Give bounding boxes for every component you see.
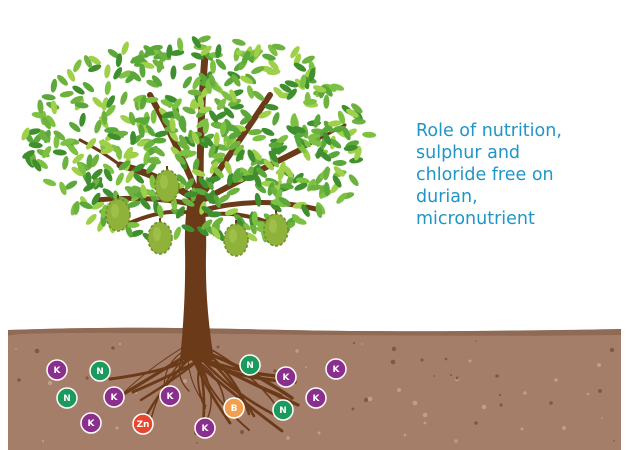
nutrient-potassium: K (81, 413, 101, 433)
leaf (271, 111, 281, 126)
leaf (119, 91, 129, 106)
leaf (182, 62, 197, 72)
nutrient-potassium: K (326, 359, 346, 379)
leaf (214, 57, 228, 71)
leaf (50, 78, 58, 93)
durian-fruit-icon (148, 218, 172, 254)
nutrient-symbol: N (246, 361, 254, 371)
nutrient-zinc: Zn (133, 414, 153, 434)
leaf (152, 137, 166, 143)
leaf (42, 177, 57, 187)
nutrient-symbol: N (279, 406, 287, 416)
nutrient-boron: B (224, 398, 244, 418)
leaf (120, 41, 130, 56)
nutrient-symbol: N (63, 394, 71, 404)
nutrient-symbol: K (111, 393, 119, 403)
nutrient-symbol: K (88, 419, 96, 429)
nutrient-symbol: K (313, 394, 321, 404)
leaf (347, 173, 360, 188)
diagram-caption: Role of nutrition, sulphur and chloride … (416, 120, 621, 230)
leaf (103, 64, 111, 79)
leaf (176, 37, 184, 52)
leaf (362, 131, 376, 138)
leaf (181, 75, 194, 90)
caption-line: sulphur and (416, 142, 621, 164)
leaf (172, 226, 183, 241)
nutrient-potassium: K (104, 387, 124, 407)
nutrient-potassium: K (276, 367, 296, 387)
leaf (323, 95, 329, 109)
nutrient-potassium: K (160, 386, 180, 406)
leaf (170, 65, 177, 79)
nutrient-symbol: K (54, 366, 62, 376)
leaf (231, 37, 246, 47)
leaf (78, 112, 87, 127)
nutrient-symbol: Zn (137, 420, 150, 430)
nutrient-potassium: K (306, 388, 326, 408)
leaf (59, 90, 74, 99)
nutrient-symbol: K (167, 392, 175, 402)
nutrient-symbol: N (96, 367, 104, 377)
caption-line: chloride free on (416, 164, 621, 186)
leaf (53, 149, 68, 156)
leaf (114, 171, 126, 186)
caption-line: Role of nutrition, (416, 120, 621, 142)
leaf (71, 58, 83, 73)
nutrient-symbol: K (283, 373, 291, 383)
nutrient-potassium: K (195, 418, 215, 438)
nutrient-potassium: K (47, 360, 67, 380)
nutrient-symbol: B (231, 404, 238, 414)
caption-line: durian, (416, 186, 621, 208)
leaf (104, 81, 112, 96)
nutrient-nitrogen: N (240, 355, 260, 375)
leaf (84, 212, 98, 226)
leaf (130, 131, 136, 145)
leaf (332, 160, 346, 166)
durian-tree-icon (20, 34, 377, 360)
leaf (41, 93, 56, 101)
leaf (151, 110, 157, 124)
caption-line: micronutrient (416, 208, 621, 230)
nutrient-nitrogen: N (273, 400, 293, 420)
nutrient-symbol: K (202, 424, 210, 434)
leaf (269, 142, 283, 148)
nutrient-nitrogen: N (90, 361, 110, 381)
leaf (55, 73, 69, 87)
nutrient-nitrogen: N (57, 388, 77, 408)
leaf (61, 155, 69, 170)
nutrient-symbol: K (333, 365, 341, 375)
leaf (50, 100, 58, 115)
durian-fruit-icon (155, 166, 179, 202)
